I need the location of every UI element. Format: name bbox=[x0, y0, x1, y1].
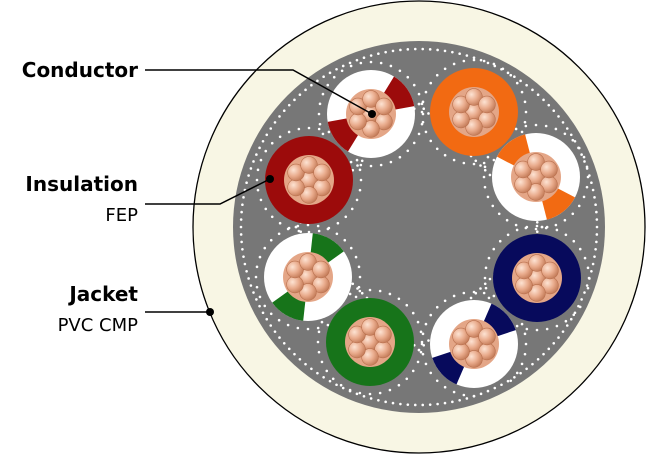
wire-orange bbox=[430, 68, 518, 156]
wire-white-green bbox=[264, 233, 352, 321]
jacket-label: Jacket bbox=[67, 282, 138, 306]
insulation-leader-dot bbox=[266, 175, 274, 183]
insulation-leader bbox=[145, 178, 271, 205]
wire-white-orange bbox=[492, 133, 580, 221]
conductor-leader bbox=[145, 69, 373, 115]
wire-brown bbox=[265, 136, 353, 224]
insulation-label: Insulation bbox=[25, 172, 138, 196]
jacket-leader-dot bbox=[206, 308, 214, 316]
insulation-material-label: FEP bbox=[105, 205, 138, 226]
wire-green bbox=[326, 298, 414, 386]
twisted-pairs bbox=[264, 68, 581, 388]
shield-dots bbox=[239, 47, 599, 407]
jacket-material-label: PVC CMP bbox=[58, 315, 139, 336]
wire-blue bbox=[493, 234, 581, 322]
conductor-leader-dot bbox=[368, 110, 376, 118]
conductor-label: Conductor bbox=[22, 58, 138, 82]
wire-white-blue bbox=[430, 300, 518, 388]
